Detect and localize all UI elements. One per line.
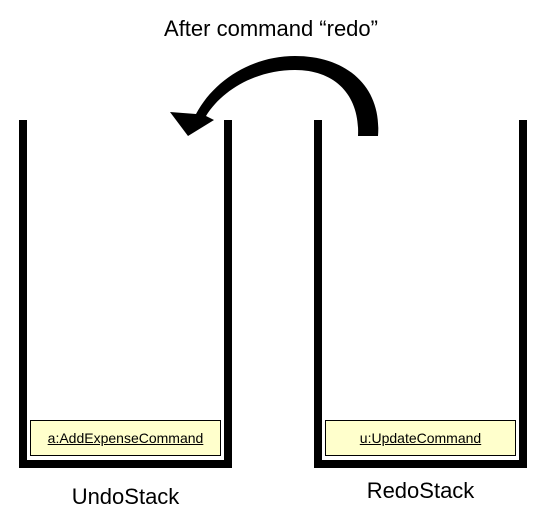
diagram-title: After command “redo”: [164, 16, 378, 41]
undo-stack-item: a:AddExpenseCommand: [30, 420, 221, 456]
redo-stack-item: u:UpdateCommand: [325, 420, 516, 456]
redo-arrow-shape: [170, 56, 379, 136]
redo-stack: u:UpdateCommand: [314, 120, 527, 468]
undo-stack: a:AddExpenseCommand: [19, 120, 232, 468]
undo-stack-label: UndoStack: [71, 484, 180, 509]
redo-stack-label: RedoStack: [366, 478, 475, 503]
